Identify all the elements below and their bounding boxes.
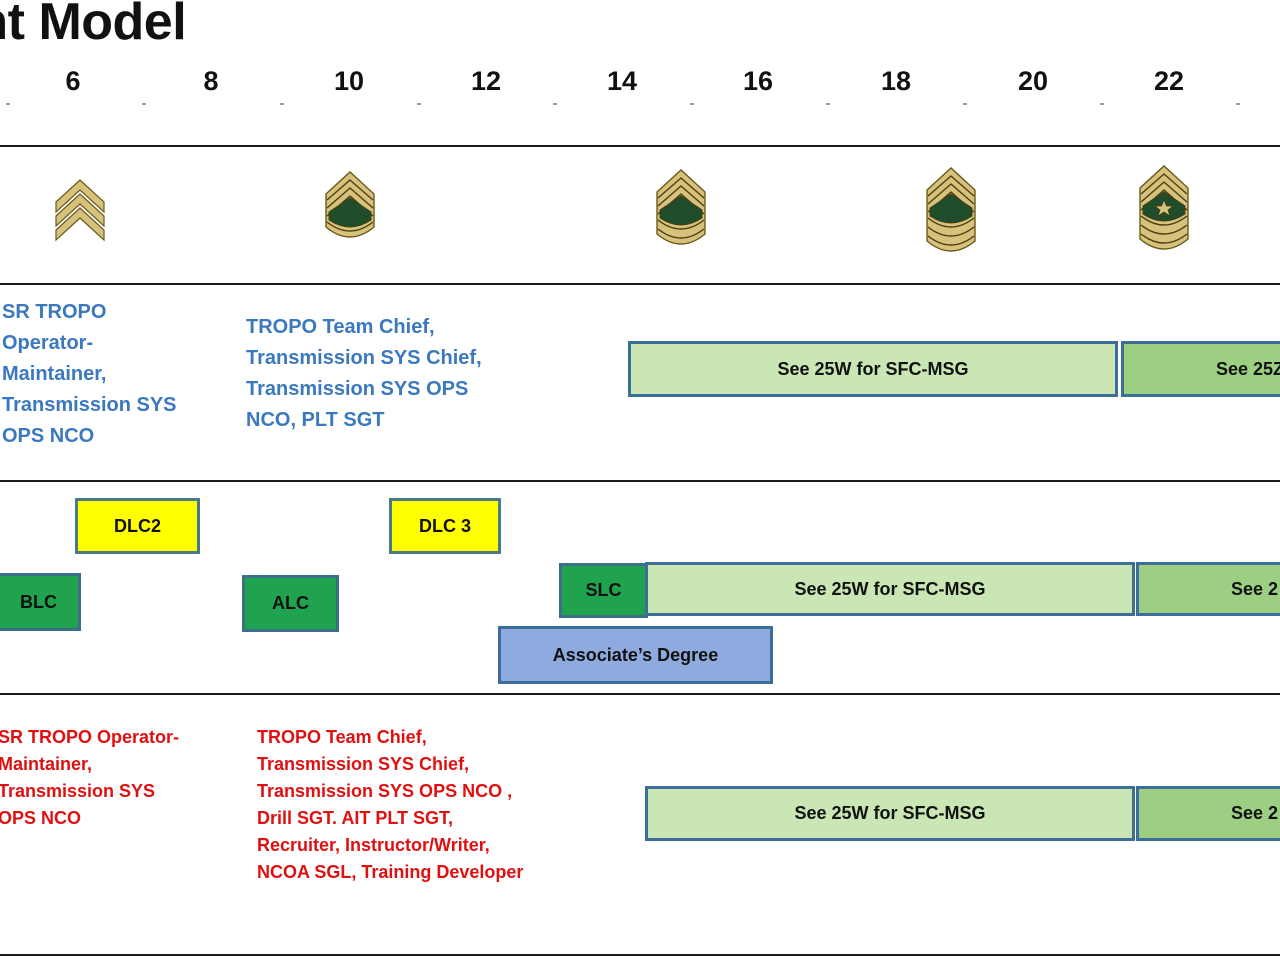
see-2-bar-generating: See 2 (1136, 786, 1280, 841)
job-line: OPS NCO (0, 808, 82, 828)
operational-assignments-ssg: TROPO Team Chief, Transmission SYS Chief… (246, 312, 546, 436)
see-25z-bar-operational: See 25Z (1121, 341, 1280, 397)
axis-tick (826, 103, 830, 105)
job-line: NCOA SGL, Training Developer (257, 862, 524, 882)
see-25w-bar-education: See 25W for SFC-MSG (645, 562, 1135, 616)
see-25w-bar-generating: See 25W for SFC-MSG (645, 786, 1135, 841)
divider-line (0, 145, 1280, 147)
year-label: 12 (470, 66, 502, 96)
job-line: Drill SGT. AIT PLT SGT, (257, 808, 454, 828)
see-2-bar-education: See 2 (1136, 562, 1280, 616)
operational-assignments-sgt: SR TROPO Operator- Maintainer, Transmiss… (2, 297, 212, 452)
divider-line (0, 283, 1280, 285)
generating-assignments-ssg: TROPO Team Chief, Transmission SYS Chief… (257, 724, 577, 886)
associates-degree-box: Associate’s Degree (498, 626, 773, 684)
axis-tick (553, 103, 557, 105)
job-line: Operator- (2, 332, 94, 354)
job-line: Transmission SYS Chief, (246, 347, 482, 369)
dlc3-box: DLC 3 (389, 498, 501, 554)
axis-tick (280, 103, 284, 105)
axis-tick (142, 103, 146, 105)
page-title: ent Model (0, 0, 187, 51)
job-line: TROPO Team Chief, (257, 727, 427, 747)
job-line: Maintainer, (0, 754, 93, 774)
year-label: 16 (742, 66, 774, 96)
dlc2-box: DLC2 (75, 498, 200, 554)
year-label: 20 (1017, 66, 1049, 96)
divider-line (0, 954, 1280, 956)
job-line: SR TROPO Operator- (0, 727, 180, 747)
job-line: Maintainer, (2, 363, 107, 385)
generating-assignments-sgt: SR TROPO Operator- Maintainer, Transmiss… (0, 724, 208, 832)
staff-sergeant-insignia (325, 171, 375, 238)
year-label: 14 (606, 66, 638, 96)
axis-tick (690, 103, 694, 105)
axis-tick (417, 103, 421, 105)
job-line: Transmission SYS OPS NCO , (257, 781, 513, 801)
job-line: Transmission SYS OPS (246, 378, 469, 400)
blc-box: BLC (0, 573, 81, 631)
year-label: 18 (880, 66, 912, 96)
divider-line (0, 480, 1280, 482)
year-label: 22 (1153, 66, 1185, 96)
job-line: SR TROPO (2, 301, 107, 323)
axis-tick (1100, 103, 1104, 105)
axis-tick (1236, 103, 1240, 105)
axis-tick (963, 103, 967, 105)
divider-line (0, 693, 1280, 695)
job-line: Transmission SYS (0, 781, 156, 801)
year-label: 6 (65, 66, 81, 96)
job-line: Transmission SYS (2, 394, 177, 416)
job-line: TROPO Team Chief, (246, 316, 435, 338)
job-line: Transmission SYS Chief, (257, 754, 470, 774)
sergeant-insignia (55, 179, 105, 242)
year-label: 10 (333, 66, 365, 96)
sergeant-major-insignia (1139, 165, 1189, 250)
year-label: 8 (203, 66, 219, 96)
master-sergeant-insignia (926, 167, 976, 252)
slc-box: SLC (559, 563, 648, 618)
see-25w-bar-operational: See 25W for SFC-MSG (628, 341, 1118, 397)
job-line: Recruiter, Instructor/Writer, (257, 835, 490, 855)
sergeant-first-class-insignia (656, 169, 706, 245)
axis-tick (6, 103, 10, 105)
job-line: OPS NCO (2, 425, 95, 447)
alc-box: ALC (242, 575, 339, 632)
job-line: NCO, PLT SGT (246, 409, 385, 431)
